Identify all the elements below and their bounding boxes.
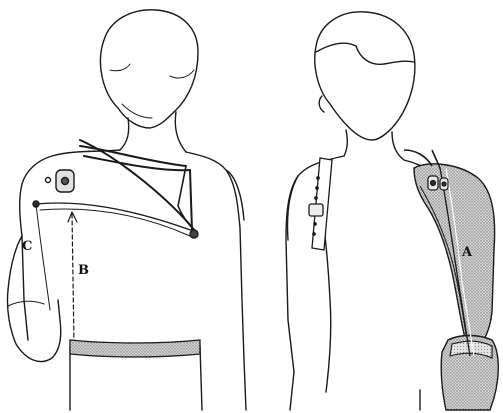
harness-ring xyxy=(190,230,198,238)
front-body-side xyxy=(290,372,420,410)
front-ear xyxy=(319,96,324,112)
cable-anchor xyxy=(46,178,51,183)
back-neck xyxy=(120,112,186,152)
back-head xyxy=(100,10,198,128)
figure-eight-strap-b xyxy=(84,156,192,230)
cross-strap xyxy=(178,166,196,232)
back-limb-socket-line xyxy=(8,301,44,306)
front-hair xyxy=(316,43,414,64)
back-torso-outline xyxy=(20,150,244,360)
label-c: C xyxy=(22,239,32,254)
back-hair-detail xyxy=(110,64,194,118)
back-residual-limb xyxy=(7,236,60,362)
suspension-line xyxy=(36,204,50,310)
front-neck xyxy=(344,130,404,160)
back-right-arm xyxy=(226,170,246,410)
front-torso-outline xyxy=(286,156,440,372)
label-a: A xyxy=(461,245,473,260)
measurement-line-b xyxy=(72,214,74,344)
label-b: B xyxy=(78,263,89,278)
strap-buckle xyxy=(309,204,323,216)
chest-strap-back xyxy=(70,340,200,357)
front-head xyxy=(315,12,415,140)
front-shoulder-strap xyxy=(309,158,332,250)
front-harness-buckles xyxy=(428,176,448,190)
saddle-rivet xyxy=(62,178,69,185)
